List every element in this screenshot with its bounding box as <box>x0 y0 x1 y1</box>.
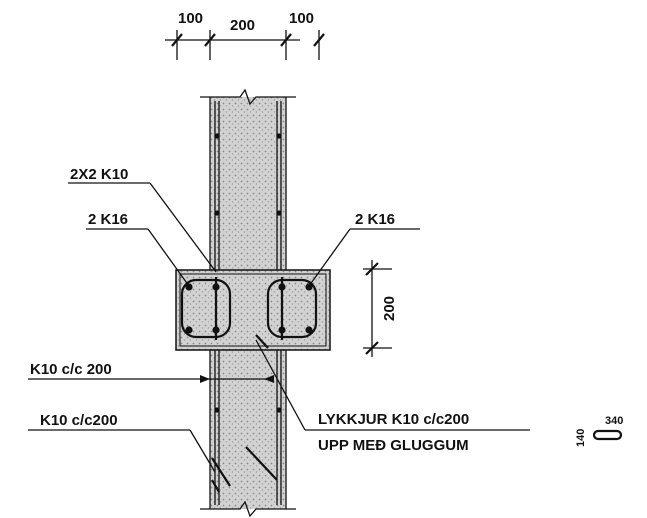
dim-side: 200 <box>381 296 398 321</box>
dim-top-mid: 200 <box>230 17 255 34</box>
rebar-dots <box>185 133 313 413</box>
side-dimension <box>363 260 392 357</box>
diagonal-ties <box>211 334 278 493</box>
dim-top-left: 100 <box>178 10 203 27</box>
label-loop-line1: LYKKJUR K10 c/c200 <box>318 411 469 428</box>
detail-width: 340 <box>605 415 623 427</box>
detail-height: 140 <box>575 429 587 447</box>
top-dimension-chain <box>165 30 325 60</box>
loop-detail-shape <box>592 429 623 441</box>
label-ties-lower: K10 c/c200 <box>40 412 118 429</box>
lintel-band <box>175 269 331 351</box>
leader-lines <box>28 182 530 473</box>
label-right-bars: 2 K16 <box>355 211 395 228</box>
dim-top-right: 100 <box>289 10 314 27</box>
label-loop-line2: UPP MEÐ GLUGGUM <box>318 437 469 454</box>
leader-arrow-right <box>264 375 274 383</box>
label-ties-upper: K10 c/c 200 <box>30 361 112 378</box>
label-left-bars: 2 K16 <box>88 211 128 228</box>
leader-arrow-left <box>200 375 210 383</box>
label-stirrups: 2X2 K10 <box>70 166 128 183</box>
